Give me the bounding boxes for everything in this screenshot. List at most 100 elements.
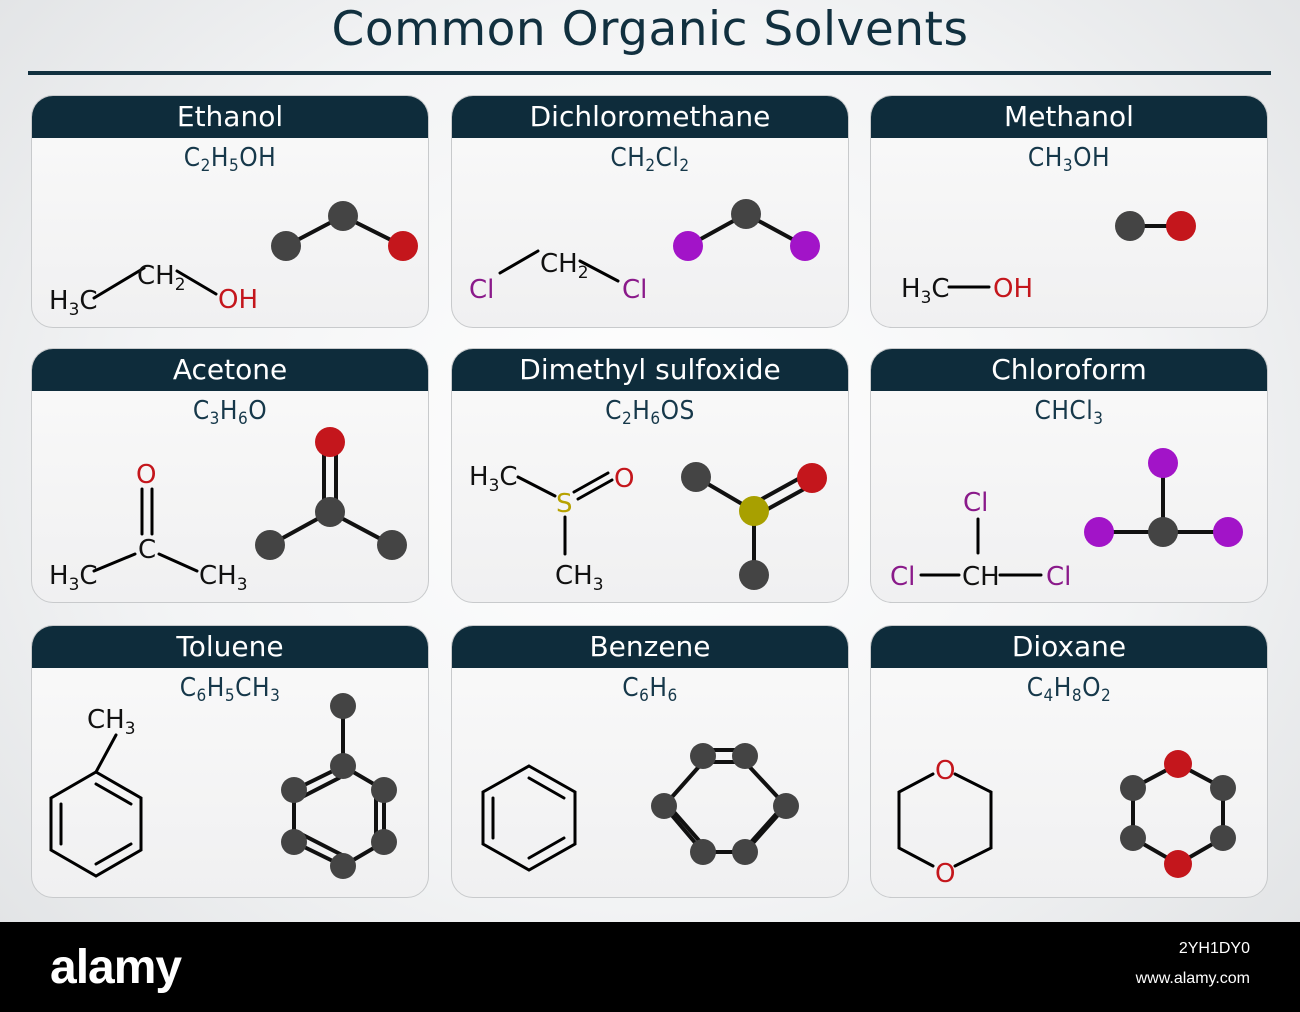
oh-label: OH bbox=[218, 285, 258, 315]
card-methanol: Methanol CH3OH H3C OH bbox=[870, 95, 1268, 328]
card-dioxane: Dioxane C4H8O2 O O bbox=[870, 625, 1268, 898]
acetone-structure: O C H3C CH3 bbox=[49, 427, 407, 595]
o-label: O bbox=[614, 464, 634, 494]
chloroform-structure: Cl Cl CH Cl bbox=[890, 448, 1243, 592]
carbon-atom bbox=[271, 231, 301, 261]
cl-label: Cl bbox=[1046, 562, 1071, 592]
site-url: www.alamy.com bbox=[1135, 970, 1250, 987]
carbon-atom bbox=[732, 839, 758, 865]
skeletal-formula: Cl Cl CH Cl bbox=[890, 488, 1071, 592]
watermark-bar: alamy 2YH1DY0 www.alamy.com bbox=[0, 922, 1300, 1012]
chlorine-atom bbox=[1148, 448, 1178, 478]
h3c-label: H3C bbox=[469, 462, 518, 496]
cl-label: Cl bbox=[622, 275, 647, 305]
methanol-structure: H3C OH bbox=[901, 211, 1196, 308]
molecular-formula: C6H5CH3 bbox=[179, 673, 281, 706]
molecular-formula: C4H8O2 bbox=[1026, 673, 1112, 706]
ball-and-stick-model bbox=[1120, 750, 1236, 878]
ch2-label: CH2 bbox=[137, 261, 186, 295]
skeletal-formula: O C H3C CH3 bbox=[49, 460, 248, 595]
carbon-atom bbox=[1148, 517, 1178, 547]
card-toluene: Toluene C6H5CH3 CH3 bbox=[31, 625, 429, 898]
benzene-structure bbox=[481, 743, 799, 872]
cl-label: Cl bbox=[469, 275, 494, 305]
oxygen-atom bbox=[388, 231, 418, 261]
ch-label: CH bbox=[962, 562, 1000, 592]
carbon-atom bbox=[732, 743, 758, 769]
molecular-formula: C2H5OH bbox=[183, 143, 277, 176]
skeletal-formula: H3C S O CH3 bbox=[469, 462, 634, 595]
h3c-label: H3C bbox=[49, 561, 98, 595]
card-title: Dichloromethane bbox=[452, 96, 848, 138]
dichloromethane-structure: Cl CH2 Cl bbox=[469, 199, 820, 305]
molecular-formula: CHCl3 bbox=[1034, 396, 1104, 429]
chlorine-atom bbox=[1213, 517, 1243, 547]
carbon-atom bbox=[1120, 825, 1146, 851]
c-label: C bbox=[138, 535, 156, 565]
ball-and-stick-model bbox=[651, 743, 799, 865]
carbon-atom bbox=[377, 530, 407, 560]
molecular-formula: CH3OH bbox=[1027, 143, 1111, 176]
skeletal-formula: Cl CH2 Cl bbox=[469, 249, 647, 305]
card-benzene: Benzene C6H6 bbox=[451, 625, 849, 898]
carbon-atom bbox=[1210, 825, 1236, 851]
ball-and-stick-model bbox=[1115, 211, 1196, 241]
skeletal-formula: H3C CH2 OH bbox=[49, 261, 258, 320]
title-divider bbox=[28, 71, 1271, 75]
o-label: O bbox=[935, 756, 955, 786]
cl-label: Cl bbox=[890, 562, 915, 592]
molecular-formula: C6H6 bbox=[622, 673, 678, 706]
oxygen-atom bbox=[1166, 211, 1196, 241]
chlorine-atom bbox=[673, 231, 703, 261]
card-title: Dimethyl sulfoxide bbox=[452, 349, 848, 391]
molecular-formula: C2H6OS bbox=[605, 396, 695, 429]
cl-label: Cl bbox=[963, 488, 988, 518]
dioxane-structure: O O bbox=[897, 750, 1236, 889]
card-title: Toluene bbox=[32, 626, 428, 668]
oxygen-atom bbox=[315, 427, 345, 457]
carbon-atom bbox=[371, 777, 397, 803]
carbon-atom bbox=[315, 497, 345, 527]
dmso-structure: H3C S O CH3 bbox=[469, 462, 827, 595]
card-title: Benzene bbox=[452, 626, 848, 668]
o-label: O bbox=[935, 859, 955, 889]
ch3-label: CH3 bbox=[87, 705, 136, 739]
toluene-structure: CH3 bbox=[49, 693, 397, 879]
ch3-label: CH3 bbox=[555, 561, 604, 595]
image-id: 2YH1DY0 bbox=[1178, 940, 1250, 957]
carbon-atom bbox=[330, 753, 356, 779]
ball-and-stick-model bbox=[681, 462, 827, 590]
ball-and-stick-model bbox=[673, 199, 820, 261]
carbon-atom bbox=[739, 560, 769, 590]
carbon-atom bbox=[330, 693, 356, 719]
card-acetone: Acetone C3H6O O C H3C CH3 bbox=[31, 348, 429, 603]
oxygen-atom bbox=[1164, 750, 1192, 778]
ch2-label: CH2 bbox=[540, 249, 589, 283]
s-label: S bbox=[556, 489, 573, 519]
skeletal-formula: CH3 bbox=[49, 705, 143, 878]
card-title: Methanol bbox=[871, 96, 1267, 138]
card-title: Ethanol bbox=[32, 96, 428, 138]
page-title: Common Organic Solvents bbox=[331, 2, 969, 57]
ball-and-stick-model bbox=[255, 427, 407, 560]
card-title: Acetone bbox=[32, 349, 428, 391]
carbon-atom bbox=[681, 462, 711, 492]
card-dichloromethane: Dichloromethane CH2Cl2 Cl CH2 Cl bbox=[451, 95, 849, 328]
carbon-atom bbox=[328, 201, 358, 231]
skeletal-formula: O O bbox=[897, 756, 993, 889]
oxygen-atom bbox=[797, 463, 827, 493]
carbon-atom bbox=[773, 793, 799, 819]
carbon-atom bbox=[690, 743, 716, 769]
card-chloroform: Chloroform CHCl3 Cl Cl CH Cl bbox=[870, 348, 1268, 603]
ball-and-stick-model bbox=[281, 693, 397, 879]
carbon-atom bbox=[690, 839, 716, 865]
carbon-atom bbox=[1210, 775, 1236, 801]
h3c-label: H3C bbox=[49, 286, 98, 320]
carbon-atom bbox=[1115, 211, 1145, 241]
molecular-formula: CH2Cl2 bbox=[610, 143, 690, 176]
card-title: Chloroform bbox=[871, 349, 1267, 391]
ball-and-stick-model bbox=[271, 201, 418, 261]
oh-label: OH bbox=[993, 274, 1033, 304]
chlorine-atom bbox=[1084, 517, 1114, 547]
ball-and-stick-model bbox=[1084, 448, 1243, 547]
